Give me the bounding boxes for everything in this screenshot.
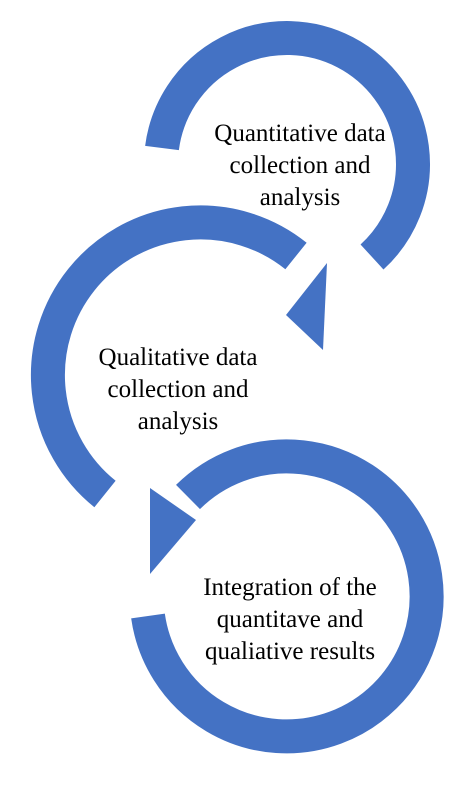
cycle-arrow-2-arc [30, 205, 307, 508]
step-1-line-3: analysis [259, 184, 341, 211]
cycle-arrow-2 [30, 205, 307, 574]
step-1-line-2: collection and [229, 152, 371, 179]
step-1-line-1: Quantitative data [214, 120, 386, 147]
step-3-label: Integration of the quantitave and qualia… [170, 572, 410, 668]
cycle-arrow-3 [131, 439, 444, 754]
step-3-line-2: quantitave and [216, 606, 364, 633]
step-2-line-2: collection and [107, 376, 249, 403]
cycle-arrow-1-arc [145, 21, 430, 270]
cycle-arrow-1 [145, 21, 430, 350]
step-2-label: Qualitative data collection and analysis [58, 342, 298, 438]
step-2-line-3: analysis [137, 408, 219, 435]
cycle-arrow-3-arc [131, 439, 444, 754]
cycle-arrow-1-head [286, 263, 327, 350]
step-1-label: Quantitative data collection and analysi… [180, 118, 420, 214]
step-3-line-3: qualiative results [204, 638, 376, 665]
cycle-arrow-2-head [150, 488, 196, 574]
step-3-line-1: Integration of the [203, 574, 377, 601]
step-2-line-1: Qualitative data [98, 344, 258, 371]
